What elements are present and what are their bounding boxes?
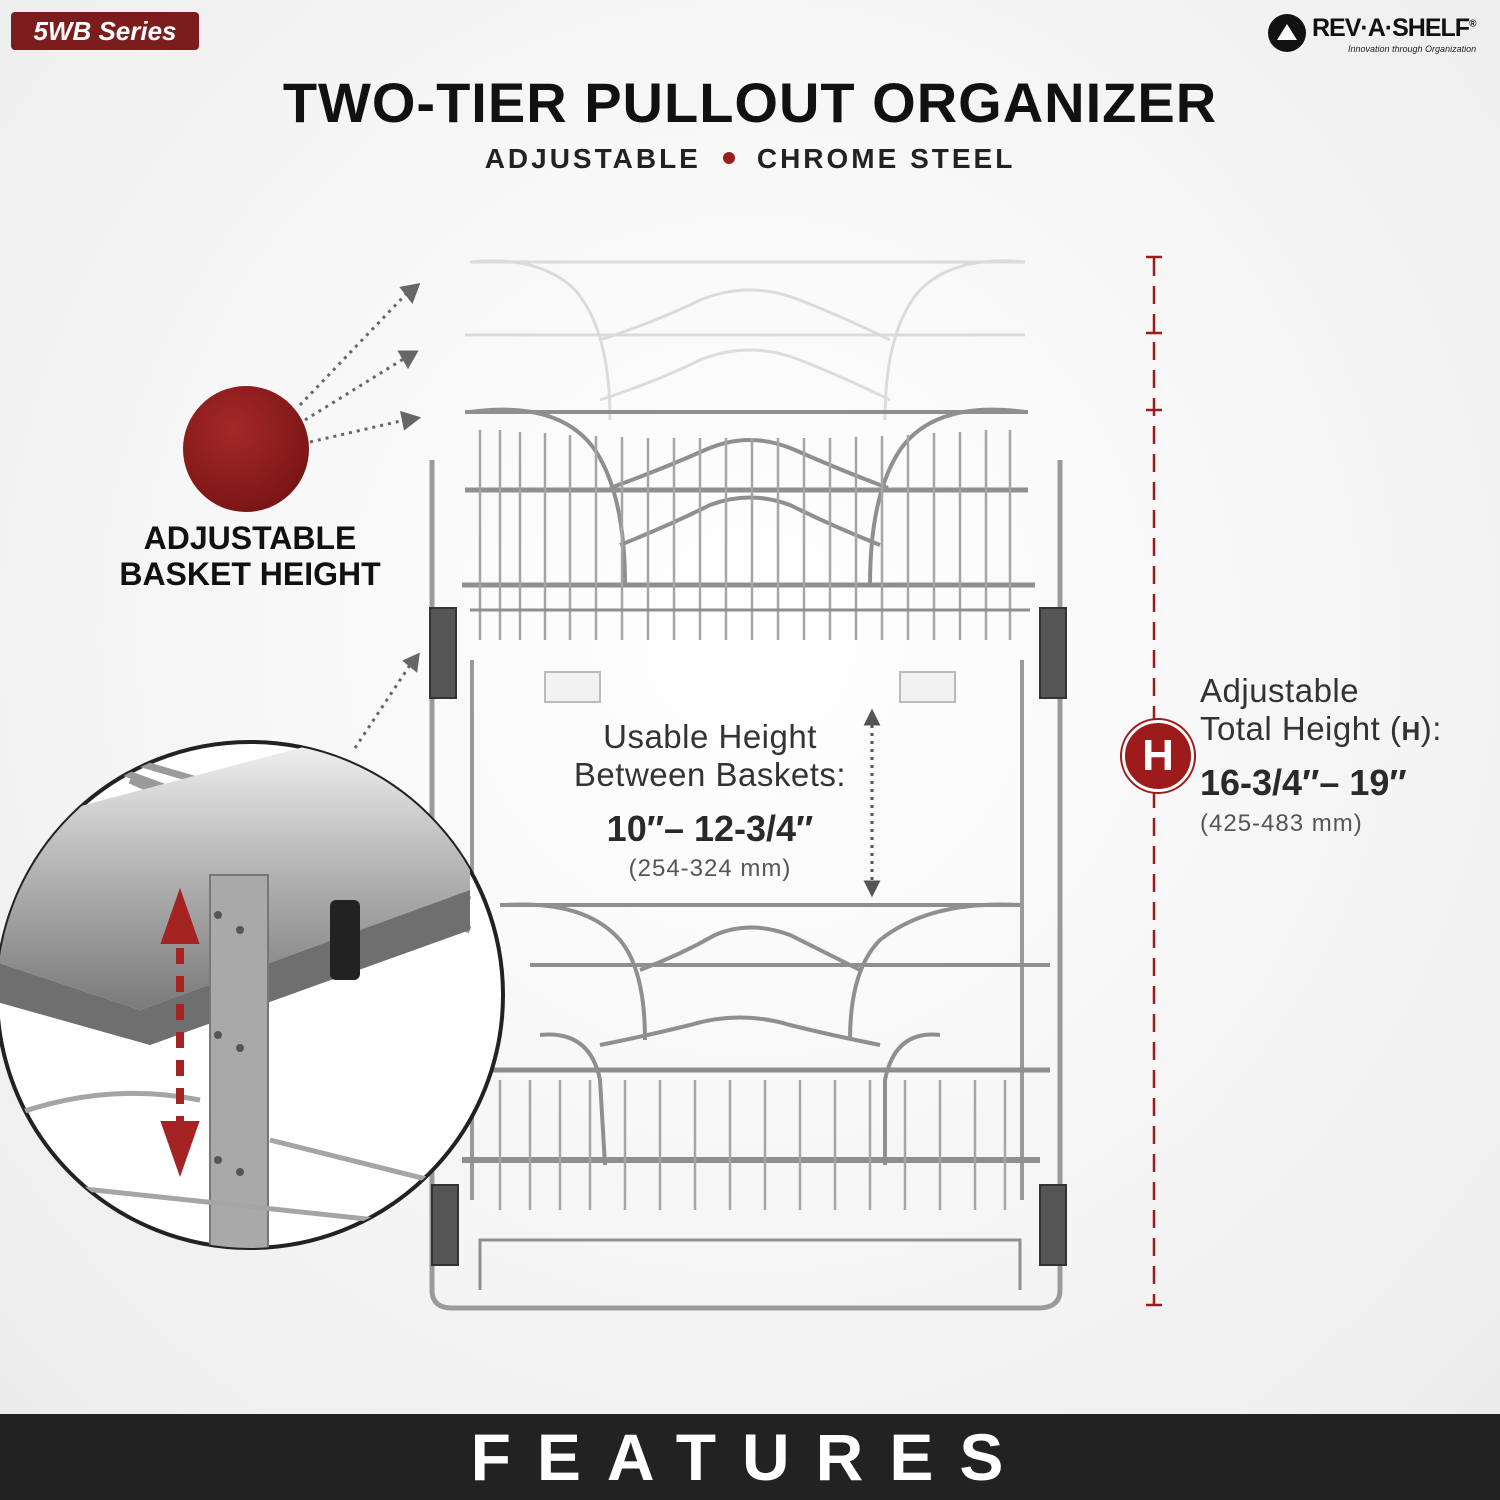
total-height-label: Adjustable Total Height (H): bbox=[1200, 672, 1500, 750]
slide-detail-zoom bbox=[0, 740, 505, 1250]
bullet-dot-icon bbox=[722, 151, 735, 164]
adjustable-label-line1: ADJUSTABLE bbox=[143, 520, 357, 556]
subtitle-adjustable: ADJUSTABLE bbox=[484, 143, 701, 174]
features-banner: FEATURES bbox=[0, 1414, 1500, 1500]
total-height-range: 16-3/4″– 19″ bbox=[1200, 762, 1407, 803]
usable-label-line2: Between Baskets: bbox=[573, 756, 847, 793]
ghost-basket-positions bbox=[465, 259, 1026, 421]
page-title: TWO-TIER PULLOUT ORGANIZER bbox=[282, 71, 1218, 134]
brand-tagline: Innovation through Organization bbox=[1348, 44, 1477, 54]
brand-name: REV·A·SHELF bbox=[1312, 14, 1470, 42]
height-letter: H bbox=[1401, 716, 1421, 746]
brand-logo: REV·A·SHELF® Innovation through Organiza… bbox=[1268, 10, 1490, 58]
usable-height-label: Usable Height Between Baskets: bbox=[540, 718, 880, 794]
height-badge: H bbox=[1122, 720, 1194, 792]
trademark-symbol: ® bbox=[1469, 18, 1476, 30]
usable-height-arrow bbox=[863, 708, 881, 898]
lower-basket bbox=[460, 902, 1050, 1290]
usable-label-line1: Usable Height bbox=[603, 718, 817, 755]
adjustable-height-icon bbox=[183, 386, 309, 512]
page-subtitle: ADJUSTABLE CHROME STEEL bbox=[0, 143, 1500, 175]
adjustable-pointer-arrows bbox=[298, 283, 422, 749]
total-label-line1: Adjustable bbox=[1200, 672, 1360, 709]
adjustable-basket-label: ADJUSTABLE BASKET HEIGHT bbox=[70, 520, 430, 592]
usable-height-range: 10″– 12-3/4″ bbox=[606, 808, 814, 849]
subtitle-chrome-steel: CHROME STEEL bbox=[756, 143, 1016, 174]
total-height-mm: (425-483 mm) bbox=[1200, 810, 1363, 837]
mountain-icon bbox=[1268, 14, 1306, 52]
total-label-line2: Total Height (H): bbox=[1200, 710, 1442, 747]
adjustable-label-line2: BASKET HEIGHT bbox=[119, 556, 381, 592]
series-badge: 5WB Series bbox=[11, 12, 199, 50]
upper-basket bbox=[460, 407, 1038, 652]
usable-height-mm: (254-324 mm) bbox=[628, 855, 792, 882]
total-height-dimension bbox=[1146, 255, 1162, 1307]
